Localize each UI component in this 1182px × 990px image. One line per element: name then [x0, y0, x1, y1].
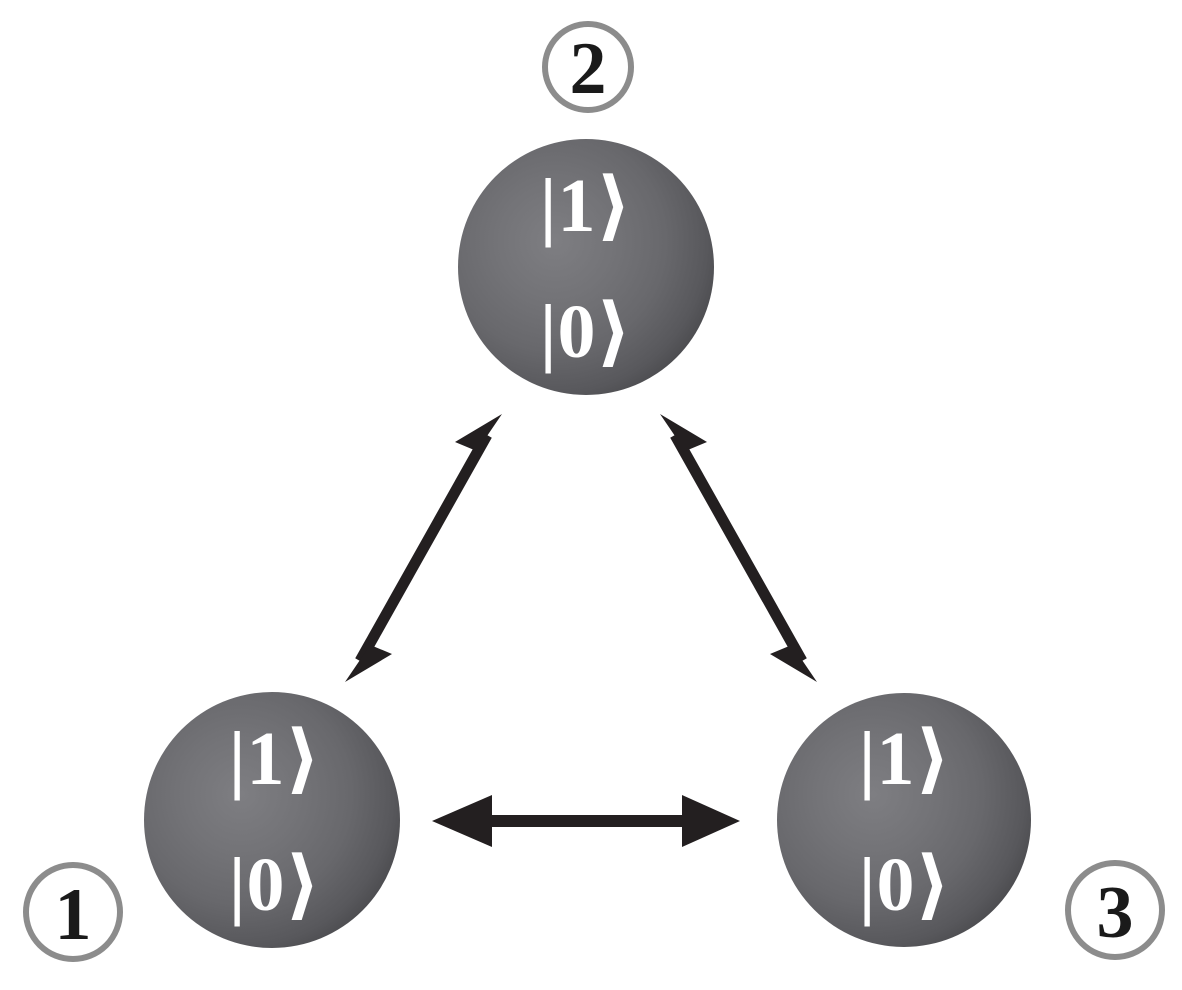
qubit-2-index-badge: 2	[542, 21, 634, 113]
coupling-arrow-1-3-head-right	[682, 795, 740, 847]
coupling-arrows-group	[345, 414, 817, 847]
qubit-2-group[interactable]: |1⟩ |0⟩	[458, 139, 714, 395]
qubit-2-index-label: 2	[570, 28, 607, 110]
qubit-3-index-circle	[1065, 860, 1165, 960]
qubit-3-state-ground-ket: |0⟩	[859, 843, 951, 927]
qubit-1-index-circle	[23, 862, 123, 962]
coupling-arrow-1-3-head-left	[432, 795, 492, 847]
qubit-3-group[interactable]: |1⟩ |0⟩	[777, 693, 1031, 947]
qubit-1-state-ground-ket: |0⟩	[229, 843, 321, 927]
qubit-1-state-excited-ket: |1⟩	[229, 717, 321, 801]
coupling-arrow-1-2[interactable]	[345, 414, 502, 682]
qubit-3-state-excited-ket: |1⟩	[859, 717, 951, 801]
coupling-arrow-1-2-shaft	[355, 432, 492, 664]
qubit-2-state-ground-ket: |0⟩	[540, 290, 632, 374]
qubit-1-group[interactable]: |1⟩ |0⟩	[144, 692, 400, 948]
coupling-arrow-1-2-head-upper	[455, 414, 502, 464]
coupling-arrow-2-3-shaft	[670, 432, 807, 664]
coupling-arrow-1-2-head-lower	[345, 632, 392, 682]
qubit-3-sphere[interactable]	[777, 693, 1031, 947]
qubit-1-sphere[interactable]	[144, 692, 400, 948]
qubit-1-index-badge: 1	[23, 862, 123, 962]
qubit-3-index-label: 3	[1097, 872, 1134, 954]
qubit-2-state-excited-ket: |1⟩	[540, 164, 632, 248]
qubit-1-index-label: 1	[55, 874, 92, 956]
coupling-arrow-2-3-head-upper	[660, 414, 707, 464]
coupling-arrow-2-3[interactable]	[660, 414, 817, 682]
coupling-arrow-2-3-head-lower	[770, 632, 817, 682]
qubit-2-sphere[interactable]	[458, 139, 714, 395]
coupling-arrow-1-3[interactable]	[432, 795, 740, 847]
qubit-2-index-circle	[542, 21, 634, 113]
qubit-3-index-badge: 3	[1065, 860, 1165, 960]
